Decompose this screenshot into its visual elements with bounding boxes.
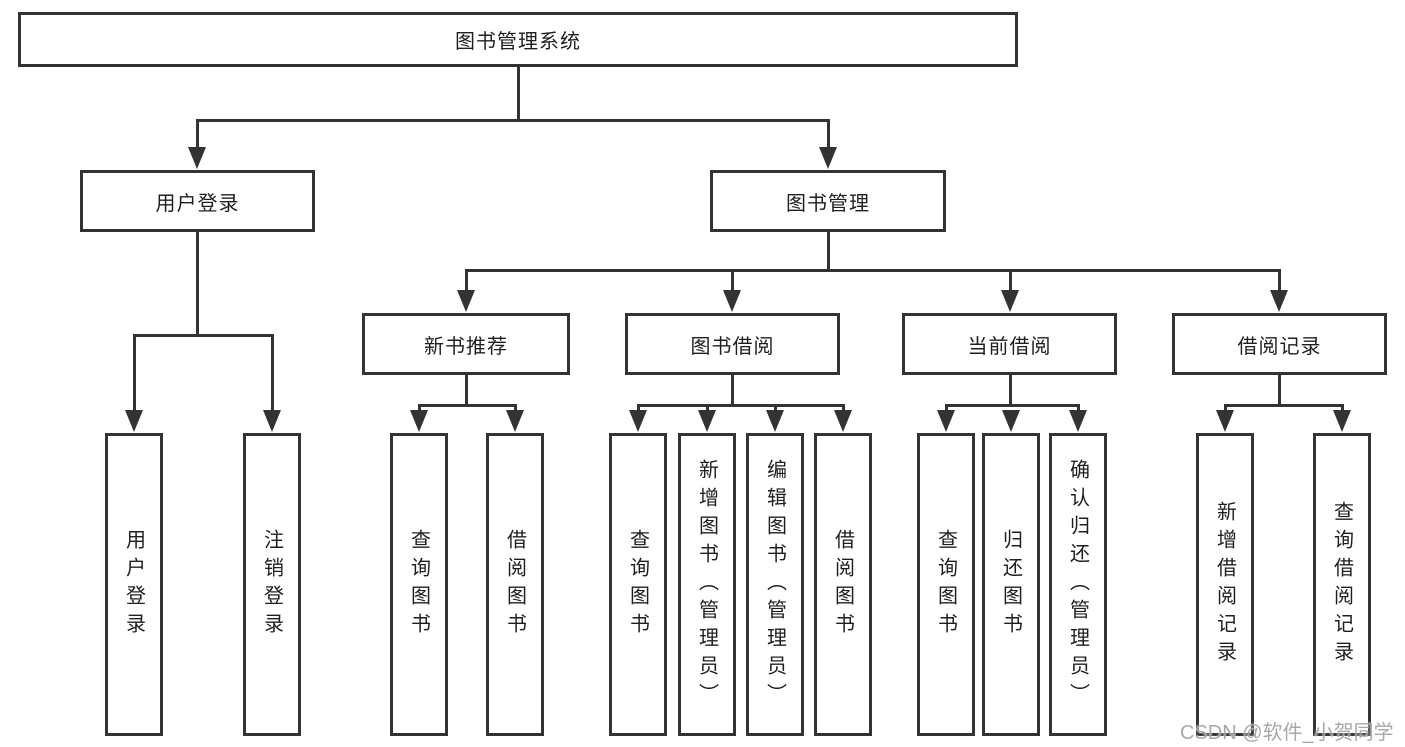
node-borrow-books-borrowing: 借阅图书 [814, 433, 872, 736]
node-borrow-books-recommend: 借阅图书 [486, 433, 544, 736]
connector-line [196, 119, 829, 122]
connector-line [418, 404, 517, 407]
connector-line [1009, 269, 1012, 292]
node-label: 借阅图书 [503, 528, 526, 641]
connector-line [418, 404, 421, 412]
arrowhead-down-icon [457, 290, 475, 312]
arrowhead-down-icon [506, 410, 524, 432]
connector-line [1224, 404, 1227, 412]
arrowhead-down-icon [188, 147, 206, 169]
connector-line [514, 404, 517, 412]
connector-line [827, 119, 830, 149]
node-current-borrowing: 当前借阅 [902, 313, 1117, 375]
node-label: 新增借阅记录 [1213, 500, 1236, 669]
node-confirm-return-admin: 确认归还（管理员） [1049, 433, 1107, 736]
node-book-borrowing: 图书借阅 [625, 313, 840, 375]
arrowhead-down-icon [937, 410, 955, 432]
connector-line [465, 269, 468, 292]
node-book-management-system: 图书管理系统 [18, 12, 1018, 67]
arrowhead-down-icon [1270, 290, 1288, 312]
node-label: 当前借阅 [967, 335, 1052, 358]
connector-line [842, 404, 845, 412]
arrowhead-down-icon [125, 410, 143, 432]
node-label: 用户登录 [122, 528, 145, 641]
connector-line [731, 374, 734, 406]
node-return-books: 归还图书 [982, 433, 1040, 736]
connector-line [465, 269, 1280, 272]
connector-line [945, 404, 1080, 407]
node-query-books-borrowing: 查询图书 [609, 433, 667, 736]
arrowhead-down-icon [1001, 290, 1019, 312]
node-label: 查询图书 [407, 528, 430, 641]
connector-line [731, 269, 734, 292]
node-add-borrow-record: 新增借阅记录 [1196, 433, 1254, 736]
connector-line [465, 374, 468, 406]
node-add-books-admin: 新增图书（管理员） [678, 433, 736, 736]
node-label: 借阅图书 [831, 528, 854, 641]
node-label: 用户登录 [155, 192, 240, 215]
node-label: 图书管理 [786, 192, 870, 215]
node-label: 归还图书 [999, 528, 1022, 641]
connector-line [1009, 374, 1012, 406]
node-label: 查询图书 [934, 528, 957, 641]
arrowhead-down-icon [1333, 410, 1351, 432]
node-new-book-recommend: 新书推荐 [362, 313, 570, 375]
connector-line [1278, 374, 1281, 406]
node-logout: 注销登录 [243, 433, 301, 736]
node-label: 新增图书（管理员） [695, 458, 718, 711]
connector-line [1278, 269, 1281, 292]
arrowhead-down-icon [1002, 410, 1020, 432]
node-label: 图书管理系统 [455, 31, 581, 53]
node-label: 借阅记录 [1237, 335, 1322, 358]
arrowhead-down-icon [410, 410, 428, 432]
connector-line [196, 231, 199, 336]
connector-line [637, 404, 845, 407]
arrowhead-down-icon [263, 410, 281, 432]
node-edit-books-admin: 编辑图书（管理员） [746, 433, 804, 736]
node-borrowing-records: 借阅记录 [1172, 313, 1387, 375]
connector-line [133, 334, 273, 337]
node-label: 确认归还（管理员） [1066, 458, 1089, 711]
connector-line [1341, 404, 1344, 412]
arrowhead-down-icon [1216, 410, 1234, 432]
node-query-borrow-record: 查询借阅记录 [1313, 433, 1371, 736]
arrowhead-down-icon [819, 147, 837, 169]
arrowhead-down-icon [834, 410, 852, 432]
arrowhead-down-icon [766, 410, 784, 432]
arrowhead-down-icon [723, 290, 741, 312]
connector-line [196, 119, 199, 149]
connector-line [637, 404, 640, 412]
node-label: 新书推荐 [424, 335, 508, 358]
node-label: 查询图书 [626, 528, 649, 641]
node-label: 注销登录 [260, 528, 283, 641]
node-user-login-leaf: 用户登录 [105, 433, 163, 736]
node-label: 图书借阅 [690, 335, 775, 358]
watermark: CSDN @软件_小贺同学 [1180, 722, 1394, 744]
connector-line [271, 334, 274, 412]
connector-line [133, 334, 136, 412]
connector-line [1224, 404, 1344, 407]
arrowhead-down-icon [1069, 410, 1087, 432]
connector-line [706, 404, 709, 412]
node-label: 查询借阅记录 [1330, 500, 1353, 669]
connector-line [774, 404, 777, 412]
connector-line [827, 231, 830, 271]
connector-line [1077, 404, 1080, 412]
node-book-management: 图书管理 [710, 170, 946, 232]
connector-line [945, 404, 948, 412]
node-user-login: 用户登录 [80, 170, 315, 232]
node-query-books-recommend: 查询图书 [390, 433, 448, 736]
arrowhead-down-icon [629, 410, 647, 432]
arrowhead-down-icon [698, 410, 716, 432]
connector-line [517, 66, 520, 121]
node-query-books-current: 查询图书 [917, 433, 975, 736]
node-label: 编辑图书（管理员） [763, 458, 786, 711]
